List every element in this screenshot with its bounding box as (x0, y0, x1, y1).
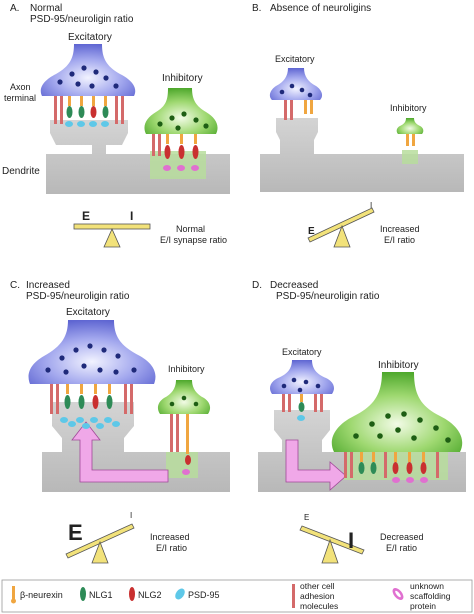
panel-c-arrow (71, 421, 169, 483)
panel-d-excitatory-label: Excitatory (282, 347, 322, 357)
panel-c-title-line2: PSD-95/neuroligin ratio (26, 291, 130, 302)
panel-b-letter: B. (252, 3, 261, 14)
panel-a-inhibitory-label: Inhibitory (162, 73, 203, 84)
panel-c-inhibitory-proteins (170, 414, 191, 475)
panel-a-balance-line2: E/I synapse ratio (160, 235, 227, 245)
panel-b-balance (307, 207, 375, 248)
panel-b-excitatory-vesicles (279, 83, 313, 98)
panel-c-balance-line2: E/I ratio (156, 543, 187, 553)
panel-c-letter: C. (10, 280, 20, 291)
panel-d-title-line1: Decreased (270, 280, 318, 291)
panel-a-excitatory-terminal (40, 44, 136, 96)
legend-psd95-label: PSD-95 (188, 590, 220, 600)
panel-a-inhibitory-proteins (152, 134, 199, 171)
panel-a-inhibitory-vesicles (157, 111, 209, 131)
panel-a-inhibitory-terminal (144, 88, 218, 134)
panel-d: D. Decreased PSD-95/neuroligin ratio Exc… (252, 280, 466, 564)
panel-c-inhibitory-vesicles (169, 395, 199, 407)
panel-a-axon-label-line2: terminal (4, 93, 36, 103)
panel-d-balance-line1: Decreased (380, 532, 424, 542)
panel-c-balance (65, 523, 135, 564)
legend-adhesion-line1: other cell (300, 581, 335, 591)
panel-a-balance (73, 223, 151, 248)
panel-b-dendrite (260, 118, 464, 192)
panel-a-balance-line1: Normal (176, 224, 205, 234)
panel-a-e-label: E (82, 209, 90, 223)
panel-d-title-line2: PSD-95/neuroligin ratio (276, 291, 380, 302)
legend-adhesion-line3: molecules (300, 601, 338, 611)
panel-d-inhibitory-terminal (331, 372, 463, 452)
panel-c-excitatory-label: Excitatory (66, 307, 110, 318)
panel-d-excitatory-proteins (282, 394, 323, 421)
panel-d-balance (299, 525, 365, 564)
panel-b-excitatory-label: Excitatory (275, 54, 315, 64)
legend-psd95-icon (175, 588, 185, 600)
panel-c-excitatory-vesicles (45, 343, 137, 375)
legend-scaffold-line2: scaffolding (410, 591, 451, 601)
panel-d-excitatory-vesicles (281, 377, 321, 393)
panel-b-balance-line2: E/I ratio (384, 235, 415, 245)
legend-neurexin-icon (11, 586, 16, 604)
panel-c-title-line1: Increased (26, 280, 70, 291)
panel-d-i-label: I (348, 528, 354, 553)
panel-d-letter: D. (252, 280, 262, 291)
panel-c-inhibitory-contact (166, 452, 198, 478)
panel-c: C. Increased PSD-95/neuroligin ratio Exc… (10, 280, 230, 564)
panel-a-excitatory-vesicles (57, 65, 119, 89)
panel-d-inhibitory-vesicles (353, 411, 451, 443)
panel-b-e-label: E (308, 226, 315, 237)
panel-a-title-line2: PSD-95/neuroligin ratio (30, 14, 134, 25)
panel-b-excitatory-proteins (284, 100, 313, 120)
legend-scaffold-icon (392, 588, 404, 600)
panel-a-i-label: I (130, 209, 133, 223)
panel-d-arrow (285, 439, 347, 491)
panel-d-inhibitory-proteins (344, 452, 439, 483)
legend-scaffold-line3: protein (410, 601, 436, 611)
panel-d-balance-line2: E/I ratio (386, 543, 417, 553)
panel-c-i-label: I (130, 511, 132, 520)
panel-b-inhibitory-terminal (396, 118, 424, 134)
panel-c-excitatory-proteins (50, 384, 133, 429)
panel-d-e-label: E (304, 513, 309, 522)
legend-scaffold-line1: unknown (410, 581, 444, 591)
panel-b-balance-line1: Increased (380, 224, 420, 234)
panel-b: B. Absence of neuroligins Excitatory Inh… (252, 3, 464, 248)
panel-d-inhibitory-label: Inhibitory (378, 360, 419, 371)
legend-nlg1-icon (80, 587, 86, 601)
panel-c-e-label: E (68, 520, 83, 545)
panel-c-balance-line1: Increased (150, 532, 190, 542)
panel-b-excitatory-terminal (269, 68, 323, 100)
panel-b-title-line1: Absence of neuroligins (270, 3, 371, 14)
panel-a-dendrite-label: Dendrite (2, 166, 40, 177)
panel-b-i-label: I (370, 201, 372, 210)
panel-b-inhibitory-contact (402, 150, 418, 164)
panel-c-inhibitory-label: Inhibitory (168, 364, 205, 374)
panel-a-excitatory-proteins (54, 96, 124, 127)
panel-a: A. Normal PSD-95/neuroligin ratio Excita… (2, 3, 230, 248)
panel-b-inhibitory-proteins (406, 134, 415, 146)
panel-a-excitatory-label: Excitatory (68, 32, 112, 43)
legend-adhesion-line2: adhesion (300, 591, 335, 601)
panel-b-inhibitory-label: Inhibitory (390, 103, 427, 113)
legend-adhesion-icon (292, 584, 295, 608)
legend-nlg2-label: NLG2 (138, 590, 162, 600)
legend-nlg1-label: NLG1 (89, 590, 113, 600)
panel-a-axon-label-line1: Axon (10, 82, 31, 92)
legend: β-neurexin NLG1 NLG2 PSD-95 other cell a… (1, 579, 473, 613)
legend-nlg2-icon (129, 587, 135, 601)
panel-c-excitatory-terminal (28, 320, 156, 384)
legend-neurexin-label: β-neurexin (20, 590, 63, 600)
panel-a-title-line1: Normal (30, 3, 62, 14)
panel-a-letter: A. (10, 3, 19, 14)
